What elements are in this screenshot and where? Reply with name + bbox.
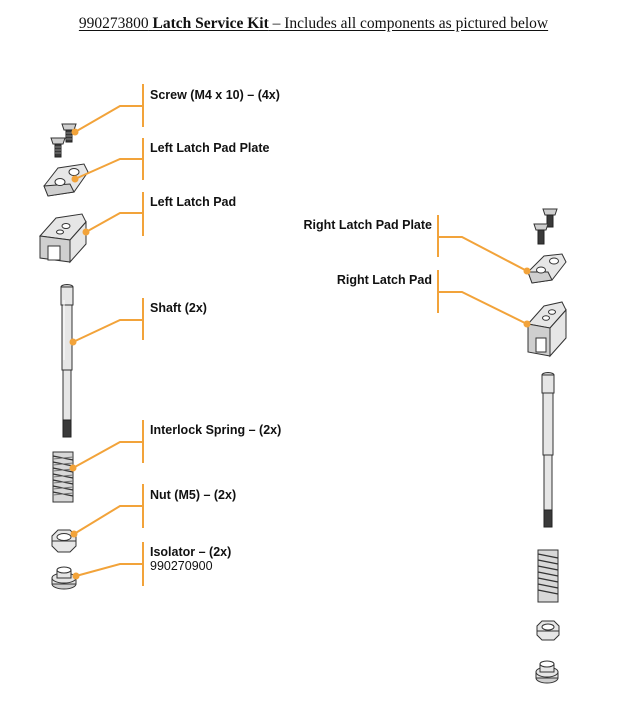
title-description: – Includes all components as pictured be… xyxy=(268,15,549,32)
leader-spring xyxy=(69,420,144,472)
label-interlock-spring: Interlock Spring – (2x) xyxy=(150,423,282,437)
leader-isolator xyxy=(72,542,144,586)
label-left-latch-pad-plate: Left Latch Pad Plate xyxy=(150,141,270,155)
screw-icon xyxy=(542,208,558,228)
screw-icon xyxy=(50,137,66,158)
spring-icon xyxy=(52,451,74,503)
leader-left-plate xyxy=(71,138,144,183)
label-shaft: Shaft (2x) xyxy=(150,301,207,315)
shaft-icon xyxy=(541,372,555,528)
isolator-part-number: 990270900 xyxy=(150,559,213,573)
kit-name: Latch Service Kit xyxy=(152,15,269,32)
leader-left-pad xyxy=(82,192,144,236)
leader-screw xyxy=(71,84,144,136)
kit-part-number: 990273800 xyxy=(78,15,149,32)
label-right-latch-pad-plate: Right Latch Pad Plate xyxy=(303,218,433,232)
latch-pad-plate-icon xyxy=(43,163,89,197)
label-isolator: Isolator – (2x) xyxy=(150,545,232,559)
screw-icon xyxy=(533,223,549,245)
label-nut: Nut (M5) – (2x) xyxy=(150,488,237,502)
latch-pad-plate-icon xyxy=(527,253,567,284)
nut-icon xyxy=(536,620,560,641)
screw-icon xyxy=(61,123,77,143)
leader-right-plate xyxy=(437,215,531,275)
document-title: 990273800 Latch Service Kit – Includes a… xyxy=(0,15,627,33)
label-right-latch-pad: Right Latch Pad xyxy=(336,273,432,287)
nut-icon xyxy=(51,529,77,553)
label-screw: Screw (M4 x 10) – (4x) xyxy=(150,88,280,102)
isolator-icon xyxy=(535,660,559,684)
shaft-icon xyxy=(60,284,74,438)
latch-pad-icon xyxy=(39,213,87,264)
isolator-icon xyxy=(51,566,77,590)
label-left-latch-pad: Left Latch Pad xyxy=(150,195,237,209)
leader-right-pad xyxy=(437,270,531,328)
latch-pad-icon xyxy=(527,301,567,358)
leader-nut xyxy=(70,484,144,538)
leader-shaft xyxy=(69,298,144,346)
spring-icon xyxy=(537,549,559,603)
